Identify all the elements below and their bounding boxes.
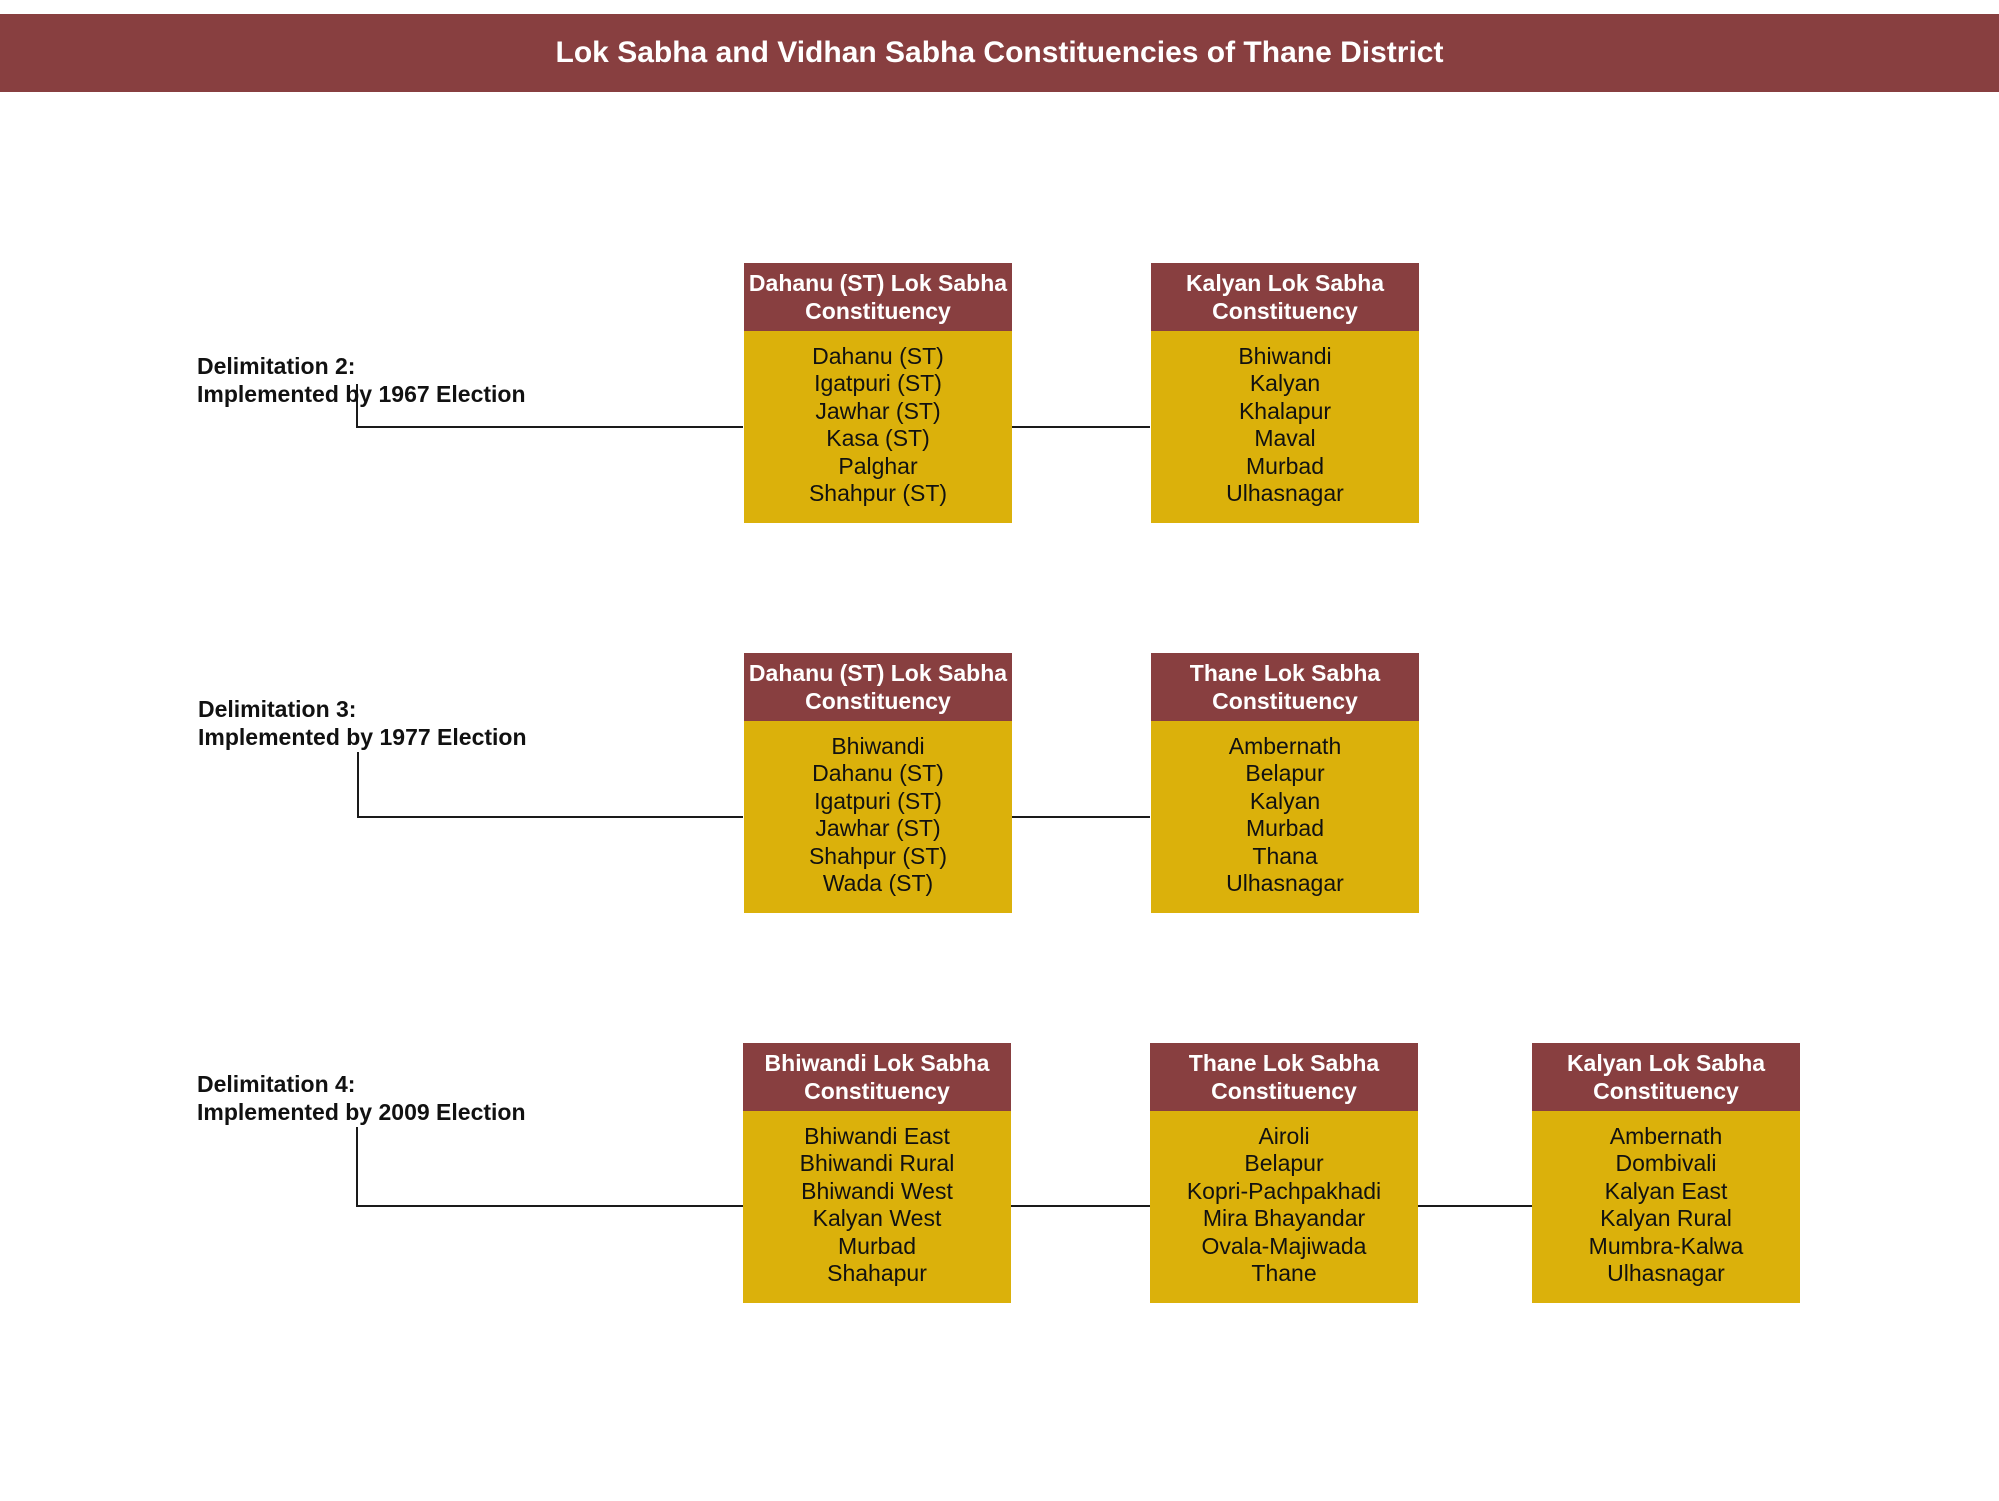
- assembly-item: Kalyan: [1249, 370, 1321, 397]
- assembly-item: Thane: [1251, 1260, 1317, 1287]
- constituency-header: Dahanu (ST) Lok Sabha Constituency: [744, 653, 1012, 721]
- assembly-item: Ulhasnagar: [1226, 480, 1344, 507]
- assembly-item: Kalyan West: [812, 1205, 942, 1232]
- constituency-box: Thane Lok Sabha Constituency Airoli Bela…: [1150, 1043, 1418, 1303]
- assembly-item: Mumbra-Kalwa: [1588, 1232, 1744, 1259]
- constituency-type: Constituency: [1211, 1078, 1357, 1104]
- constituency-box: Kalyan Lok Sabha Constituency Bhiwandi K…: [1151, 263, 1419, 523]
- row-label-delimitation-4: Delimitation 4: Implemented by 2009 Elec…: [197, 1070, 526, 1126]
- constituency-name: Kalyan Lok Sabha: [1185, 270, 1385, 296]
- constituency-box: Dahanu (ST) Lok Sabha Constituency Dahan…: [744, 263, 1012, 523]
- constituency-type: Constituency: [804, 1078, 950, 1104]
- connector-row-3-label: [356, 1127, 743, 1207]
- constituency-header: Kalyan Lok Sabha Constituency: [1151, 263, 1419, 331]
- row-label-title: Delimitation 3:: [198, 696, 357, 722]
- assembly-item: Dahanu (ST): [812, 760, 944, 787]
- row-label-title: Delimitation 4:: [197, 1071, 356, 1097]
- connector-row-2-label: [357, 752, 743, 818]
- row-label-subtitle: Implemented by 2009 Election: [197, 1099, 526, 1125]
- assembly-item: Kalyan: [1249, 787, 1321, 814]
- assembly-item: Dombivali: [1615, 1150, 1717, 1177]
- constituency-name: Thane Lok Sabha: [1188, 1050, 1380, 1076]
- constituency-box: Kalyan Lok Sabha Constituency Ambernath …: [1532, 1043, 1800, 1303]
- constituency-name: Thane Lok Sabha: [1189, 660, 1381, 686]
- constituency-header: Kalyan Lok Sabha Constituency: [1532, 1043, 1800, 1111]
- assembly-item: Jawhar (ST): [815, 397, 941, 424]
- assembly-item: Mira Bhayandar: [1202, 1205, 1366, 1232]
- row-label-subtitle: Implemented by 1977 Election: [198, 724, 527, 750]
- assembly-item: Ulhasnagar: [1226, 870, 1344, 897]
- assembly-list: Airoli Belapur Kopri-Pachpakhadi Mira Bh…: [1150, 1111, 1418, 1287]
- assembly-item: Jawhar (ST): [815, 815, 941, 842]
- assembly-list: Ambernath Belapur Kalyan Murbad Thana Ul…: [1151, 721, 1419, 897]
- constituency-type: Constituency: [1212, 298, 1358, 324]
- row-label-title: Delimitation 2:: [197, 353, 356, 379]
- constituency-header: Thane Lok Sabha Constituency: [1151, 653, 1419, 721]
- constituency-name: Kalyan Lok Sabha: [1566, 1050, 1766, 1076]
- page-title: Lok Sabha and Vidhan Sabha Constituencie…: [555, 36, 1444, 69]
- constituency-type: Constituency: [805, 688, 951, 714]
- assembly-list: Dahanu (ST) Igatpuri (ST) Jawhar (ST) Ka…: [744, 331, 1012, 507]
- assembly-item: Belapur: [1244, 1150, 1324, 1177]
- constituency-name: Dahanu (ST) Lok Sabha: [748, 270, 1008, 296]
- assembly-item: Bhiwandi: [831, 733, 925, 759]
- assembly-item: Bhiwandi: [1238, 343, 1332, 369]
- constituency-header: Bhiwandi Lok Sabha Constituency: [743, 1043, 1011, 1111]
- constituency-name: Dahanu (ST) Lok Sabha: [748, 660, 1008, 686]
- assembly-item: Igatpuri (ST): [814, 370, 942, 397]
- assembly-item: Shahpur (ST): [808, 480, 948, 507]
- assembly-item: Kopri-Pachpakhadi: [1186, 1177, 1382, 1204]
- assembly-item: Murbad: [1246, 452, 1324, 479]
- row-label-delimitation-3: Delimitation 3: Implemented by 1977 Elec…: [198, 695, 527, 751]
- assembly-item: Kasa (ST): [826, 425, 930, 452]
- assembly-item: Belapur: [1245, 760, 1325, 787]
- assembly-list: Bhiwandi East Bhiwandi Rural Bhiwandi We…: [743, 1111, 1011, 1287]
- assembly-item: Igatpuri (ST): [814, 787, 942, 814]
- assembly-item: Bhiwandi Rural: [799, 1150, 955, 1177]
- constituency-box: Bhiwandi Lok Sabha Constituency Bhiwandi…: [743, 1043, 1011, 1303]
- assembly-item: Murbad: [838, 1232, 916, 1259]
- assembly-item: Shahpur (ST): [808, 842, 948, 869]
- assembly-item: Maval: [1254, 425, 1316, 452]
- assembly-list: Bhiwandi Dahanu (ST) Igatpuri (ST) Jawha…: [744, 721, 1012, 897]
- assembly-item: Khalapur: [1238, 397, 1332, 424]
- assembly-item: Bhiwandi East: [804, 1123, 950, 1149]
- assembly-item: Thana: [1252, 842, 1318, 869]
- assembly-item: Shahapur: [827, 1260, 927, 1287]
- assembly-item: Murbad: [1246, 815, 1324, 842]
- assembly-item: Ambernath: [1228, 733, 1342, 759]
- constituency-type: Constituency: [1593, 1078, 1739, 1104]
- assembly-item: Ovala-Majiwada: [1201, 1232, 1367, 1259]
- constituency-name: Bhiwandi Lok Sabha: [764, 1050, 990, 1076]
- assembly-list: Bhiwandi Kalyan Khalapur Maval Murbad Ul…: [1151, 331, 1419, 507]
- row-label-delimitation-2: Delimitation 2: Implemented by 1967 Elec…: [197, 352, 526, 408]
- assembly-item: Airoli: [1258, 1123, 1310, 1149]
- assembly-item: Wada (ST): [822, 870, 934, 897]
- assembly-item: Kalyan East: [1604, 1177, 1728, 1204]
- constituency-header: Thane Lok Sabha Constituency: [1150, 1043, 1418, 1111]
- constituency-box: Dahanu (ST) Lok Sabha Constituency Bhiwa…: [744, 653, 1012, 913]
- assembly-item: Kalyan Rural: [1600, 1205, 1732, 1232]
- assembly-item: Bhiwandi West: [801, 1177, 953, 1204]
- row-label-subtitle: Implemented by 1967 Election: [197, 381, 526, 407]
- assembly-item: Dahanu (ST): [812, 343, 944, 369]
- constituency-box: Thane Lok Sabha Constituency Ambernath B…: [1151, 653, 1419, 913]
- constituency-type: Constituency: [1212, 688, 1358, 714]
- title-banner: Lok Sabha and Vidhan Sabha Constituencie…: [0, 14, 1999, 92]
- connector-row-1-label: [356, 384, 743, 428]
- assembly-item: Ambernath: [1609, 1123, 1723, 1149]
- assembly-list: Ambernath Dombivali Kalyan East Kalyan R…: [1532, 1111, 1800, 1287]
- assembly-item: Palghar: [838, 452, 918, 479]
- assembly-item: Ulhasnagar: [1607, 1260, 1725, 1287]
- constituency-header: Dahanu (ST) Lok Sabha Constituency: [744, 263, 1012, 331]
- constituency-type: Constituency: [805, 298, 951, 324]
